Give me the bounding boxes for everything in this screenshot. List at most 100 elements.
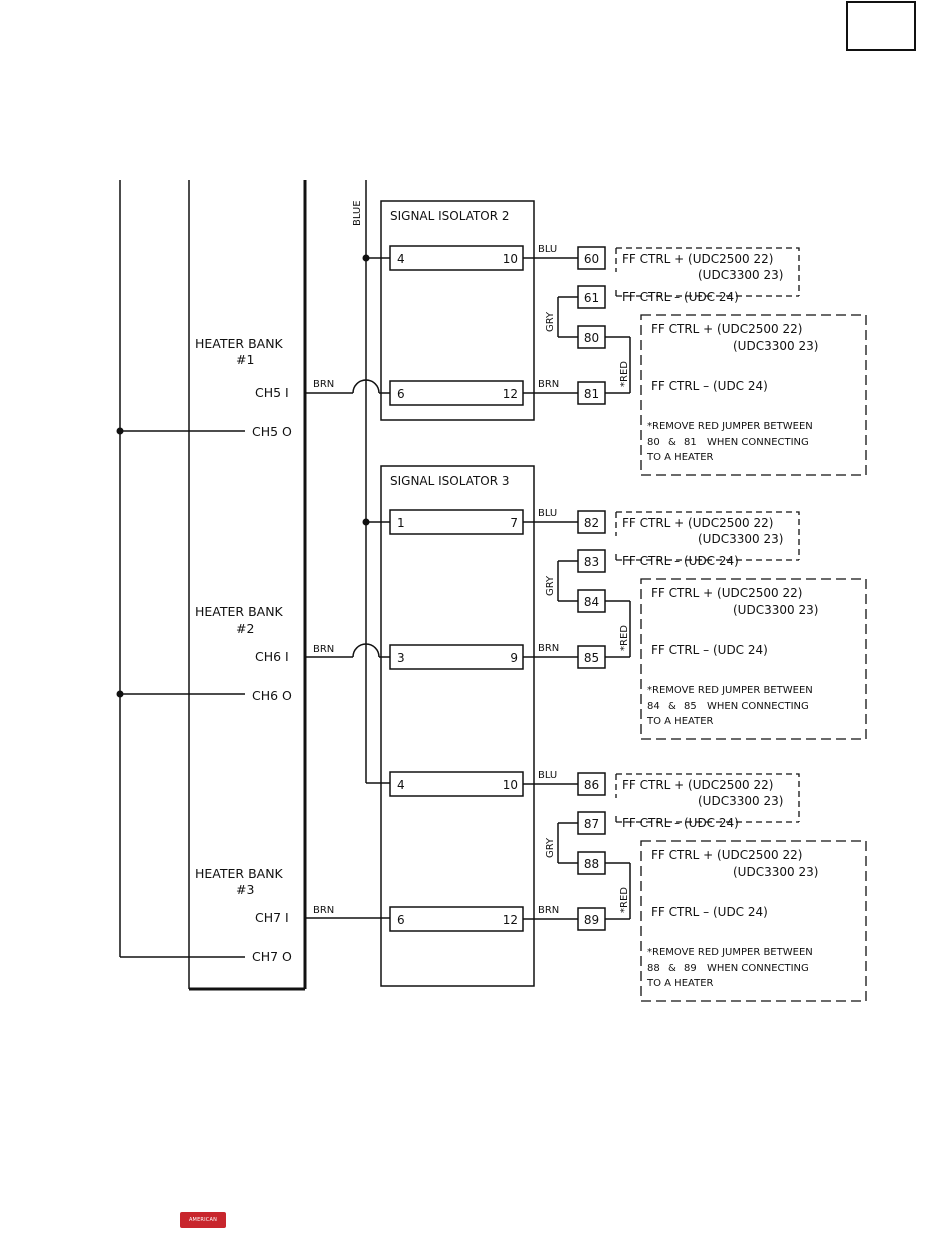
channel-1-large-ff-plus: FF CTRL + (UDC2500 22) xyxy=(651,322,802,336)
ch5-crossover xyxy=(352,379,380,394)
channel-2-jumper-a: 84 xyxy=(647,701,660,712)
channel-3-large-ff-minus: FF CTRL – (UDC 24) xyxy=(651,905,768,919)
ch6-out-label: CH6 O xyxy=(252,688,292,703)
page-corner-box xyxy=(846,1,916,51)
channel-1-red-label: *RED xyxy=(619,361,630,387)
terminal-83-label: 83 xyxy=(584,555,599,569)
channel-1-out-b: 12 xyxy=(503,387,518,401)
channel-3-ff-plus: FF CTRL + (UDC2500 22) xyxy=(622,778,773,792)
ch7-in-label: CH7 I xyxy=(255,910,289,925)
channel-2-terminal-strip-a xyxy=(389,509,524,535)
channel-2-out-a: 7 xyxy=(510,516,518,530)
channel-2-out-b: 9 xyxy=(510,651,518,665)
channel-2-gry-label: GRY xyxy=(545,575,556,596)
channel-3-out-b: 12 xyxy=(503,913,518,927)
channel-1-in-b: 6 xyxy=(397,387,405,401)
heater-bank-2-title: HEATER BANK xyxy=(195,604,284,619)
ch6-brn-label: BRN xyxy=(313,644,334,655)
terminal-box-86 xyxy=(577,772,606,796)
ch5-brn-label: BRN xyxy=(313,379,334,390)
terminal-85-label: 85 xyxy=(584,651,599,665)
channel-3-jumper-a: 88 xyxy=(647,963,660,974)
channel-2-ff-minus: FF CTRL – (UDC 24) xyxy=(622,554,739,568)
terminal-89-label: 89 xyxy=(584,913,599,927)
channel-1-jumper-amp: & xyxy=(668,437,676,448)
channel-3-ff-box-small xyxy=(615,773,800,823)
channel-2-large-ff-plus: FF CTRL + (UDC2500 22) xyxy=(651,586,802,600)
terminal-87-label: 87 xyxy=(584,817,599,831)
channel-3-jumper-amp: & xyxy=(668,963,676,974)
channel-3-ff-plus-alt: (UDC3300 23) xyxy=(698,794,783,808)
channel-1-terminal-strip-b xyxy=(389,380,524,406)
heater-bank-2-number: #2 xyxy=(236,621,254,636)
channel-3-in-a: 4 xyxy=(397,778,405,792)
ch7-out-label: CH7 O xyxy=(252,949,292,964)
terminal-box-82 xyxy=(577,510,606,534)
channel-1-ff-box-small xyxy=(615,247,800,297)
channel-2-remove-note-line3: TO A HEATER xyxy=(646,716,714,727)
channel-3-red-label: *RED xyxy=(619,887,630,913)
channel-2-red-label: *RED xyxy=(619,625,630,651)
signal-isolator-2-title: SIGNAL ISOLATOR 2 xyxy=(390,209,510,223)
channel-2-large-ff-plus-alt: (UDC3300 23) xyxy=(733,603,818,617)
channel-2-blu-label: BLU xyxy=(538,508,557,519)
channel-1-ff-plus-alt: (UDC3300 23) xyxy=(698,268,783,282)
heater-bank-3-title: HEATER BANK xyxy=(195,866,284,881)
channel-3-out-a: 10 xyxy=(503,778,518,792)
channel-1-remove-note-line2: WHEN CONNECTING xyxy=(707,437,809,448)
channel-1-ff-plus: FF CTRL + (UDC2500 22) xyxy=(622,252,773,266)
ch5-out-label: CH5 O xyxy=(252,424,292,439)
channel-3-in-b: 6 xyxy=(397,913,405,927)
terminal-box-60 xyxy=(577,246,606,270)
channel-3-ff-minus: FF CTRL – (UDC 24) xyxy=(622,816,739,830)
channel-1-ff-box-large xyxy=(640,314,867,476)
channel-2-in-a: 1 xyxy=(397,516,405,530)
channel-2-terminal-strip-b xyxy=(389,644,524,670)
channel-2-jumper-b: 85 xyxy=(684,701,697,712)
channel-1-remove-note-line1: *REMOVE RED JUMPER BETWEEN xyxy=(647,421,813,432)
brand-logo-text: AMERICAN JACKSON xyxy=(188,1217,218,1239)
channel-2-ff-box-large xyxy=(640,578,867,740)
channel-2-ff-plus: FF CTRL + (UDC2500 22) xyxy=(622,516,773,530)
channel-3-jumper-b: 89 xyxy=(684,963,697,974)
channel-1-remove-note-line3: TO A HEATER xyxy=(646,452,714,463)
channel-2-ff-plus-alt: (UDC3300 23) xyxy=(698,532,783,546)
channel-3-remove-note-line1: *REMOVE RED JUMPER BETWEEN xyxy=(647,947,813,958)
channel-1-brn-label: BRN xyxy=(538,379,559,390)
channel-1-large-ff-plus-alt: (UDC3300 23) xyxy=(733,339,818,353)
channel-2-remove-note-line1: *REMOVE RED JUMPER BETWEEN xyxy=(647,685,813,696)
ch6-crossover xyxy=(352,643,380,658)
channel-2-large-ff-minus: FF CTRL – (UDC 24) xyxy=(651,643,768,657)
brand-logo: AMERICAN JACKSON xyxy=(180,1212,226,1239)
channel-3-large-ff-plus-alt: (UDC3300 23) xyxy=(733,865,818,879)
channel-1-ff-minus: FF CTRL – (UDC 24) xyxy=(622,290,739,304)
channel-2-ff-box-small xyxy=(615,511,800,561)
heater-bank-1-number: #1 xyxy=(236,352,254,367)
channel-2-jumper-amp: & xyxy=(668,701,676,712)
channel-1-jumper-a: 80 xyxy=(647,437,660,448)
channel-1-in-a: 4 xyxy=(397,252,405,266)
channel-1-large-ff-minus: FF CTRL – (UDC 24) xyxy=(651,379,768,393)
channel-3-ff-box-large xyxy=(640,840,867,1002)
signal-isolator-2 xyxy=(380,200,535,421)
terminal-84-label: 84 xyxy=(584,595,599,609)
channel-1-jumper-b: 81 xyxy=(684,437,697,448)
channel-1-gry-label: GRY xyxy=(545,311,556,332)
ch6-in-label: CH6 I xyxy=(255,649,289,664)
channel-3-gry-label: GRY xyxy=(545,837,556,858)
channel-3-terminal-strip-b xyxy=(389,906,524,932)
terminal-60-label: 60 xyxy=(584,252,599,266)
channel-3-remove-note-line2: WHEN CONNECTING xyxy=(707,963,809,974)
ch7-brn-label: BRN xyxy=(313,905,334,916)
channel-3-brn-label: BRN xyxy=(538,905,559,916)
terminal-88-label: 88 xyxy=(584,857,599,871)
signal-isolator-3 xyxy=(380,465,535,987)
terminal-86-label: 86 xyxy=(584,778,599,792)
blue-wire-label: BLUE xyxy=(352,200,363,226)
channel-3-remove-note-line3: TO A HEATER xyxy=(646,978,714,989)
terminal-81-label: 81 xyxy=(584,387,599,401)
channel-3-blu-label: BLU xyxy=(538,770,557,781)
terminal-80-label: 80 xyxy=(584,331,599,345)
channel-3-large-ff-plus: FF CTRL + (UDC2500 22) xyxy=(651,848,802,862)
